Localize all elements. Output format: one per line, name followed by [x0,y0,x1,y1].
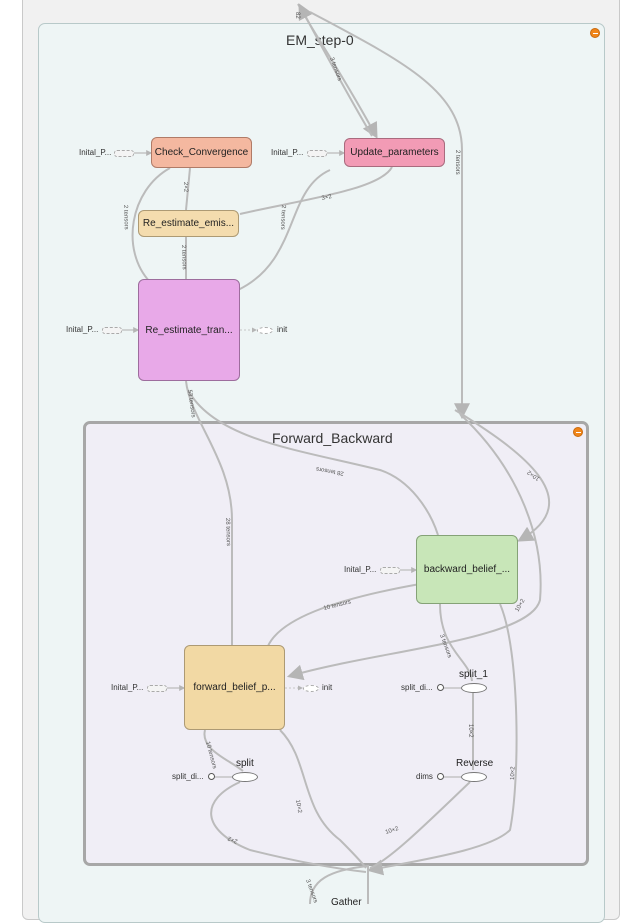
split-di-split1-label: split_di... [401,683,433,692]
split-node[interactable] [232,772,258,782]
edge-label-top: 82 [294,12,300,19]
graph-edges: 82 3 tensors 2 tensors 2 tensors 2×2 3×2… [122,3,551,904]
split-label: split [236,758,254,769]
check-convergence-node[interactable]: Check_Convergence [151,137,252,168]
reverse-node[interactable] [461,772,487,782]
edge-gather-out [309,864,369,904]
edge-update-to-retran [237,169,331,291]
edge-label-update-reemis: 3×2 [321,194,333,202]
forward-backward-group[interactable] [83,421,589,866]
init-retran-node[interactable] [257,327,273,334]
edge-label-reemis-retran: 2 tensors [180,245,187,270]
backward-belief-node[interactable]: backward_belief_... [416,535,518,604]
split-di-split-node[interactable] [208,773,215,780]
em-step-collapse-icon[interactable] [590,28,600,38]
inital-p-backward-label: Inital_P... [344,565,377,574]
forward-belief-label: forward_belief_p... [193,682,276,693]
check-convergence-label: Check_Convergence [154,147,249,158]
gather-label: Gather [331,897,362,908]
edge-backward-to-gather [366,603,518,876]
re-estimate-emis-label: Re_estimate_emis... [142,218,235,229]
edge-forward-to-gather [279,729,367,869]
forward-backward-collapse-icon[interactable] [573,427,583,437]
edge-label-top-update: 3 tensors [328,57,342,82]
edge-label-check-reemis: 2×2 [182,182,188,193]
inital-p-update-label: Inital_P... [271,148,304,157]
edge-label-update-retran: 2 tensors [279,205,286,230]
dims-node[interactable] [437,773,444,780]
edge-label-retran-backward: 28 tensors [316,465,345,476]
edge-label-split1-reverse: 10×2 [467,724,473,738]
split-1-node[interactable] [461,683,487,693]
edge-label-backward-split1: 3 tensors [438,634,452,659]
edge-label-check-retran: 2 tensors [122,205,129,230]
update-parameters-label: Update_parameters [350,147,439,158]
reverse-label: Reverse [456,758,494,769]
edge-label-forward-gather: 10×2 [294,799,302,814]
edge-label-forward-split: 10 tensors [204,741,217,770]
edge-check-to-retran [131,167,171,283]
init-forward-node[interactable] [303,685,319,692]
edge-update-to-top [298,3,373,137]
edge-backward-to-forward [267,583,421,647]
dims-label: dims [416,772,433,781]
init-forward-label: init [322,683,333,692]
inital-p-forward-label: Inital_P... [111,683,144,692]
edge-fb-input-to-backward [454,409,551,542]
inital-p-forward-node[interactable] [147,685,167,692]
edge-forward-to-split [203,729,244,772]
edge-backward-to-split1 [439,603,473,682]
edge-label-backward-gather: 10×2 [510,766,516,780]
edge-label-backward-forward: 10 tensors [323,599,352,612]
inital-p-retran-label: Inital_P... [66,325,99,334]
edge-label-split-gather: 2×2 [226,834,238,843]
edge-label-retran-53: 53 tensors [186,389,196,418]
edge-fb-to-forward [286,413,542,681]
edge-label-reverse-gather: 10×2 [385,826,400,836]
update-parameters-node[interactable]: Update_parameters [344,138,445,167]
edge-check-to-reemis [185,167,191,211]
re-estimate-emis-node[interactable]: Re_estimate_emis... [138,210,239,237]
split-di-split-label: split_di... [172,772,204,781]
init-retran-label: init [277,325,288,334]
inital-p-retran-node[interactable] [102,327,122,334]
edge-reverse-to-gather [369,781,471,869]
edge-split-to-gather [210,781,367,873]
forward-backward-title: Forward_Backward [272,430,393,446]
re-estimate-tran-node[interactable]: Re_estimate_tran... [138,279,240,381]
edge-top-to-forward-backward [309,11,470,420]
inital-p-check-label: Inital_P... [79,148,112,157]
edge-retran-to-forward [185,380,233,646]
re-estimate-tran-label: Re_estimate_tran... [145,324,233,336]
backward-belief-label: backward_belief_... [423,564,511,575]
forward-belief-node[interactable]: forward_belief_p... [184,645,285,730]
edge-retran-to-backward [187,389,439,536]
inital-p-backward-node[interactable] [380,567,400,574]
inital-p-check-node[interactable] [114,150,134,157]
edge-update-to-reemis [239,166,393,215]
split-di-split1-node[interactable] [437,684,444,691]
split-1-label: split_1 [459,669,488,680]
edge-label-top-fb: 2 tensors [454,150,460,175]
inital-p-update-node[interactable] [307,150,327,157]
edge-label-retran-forward: 28 tensors [224,518,231,546]
